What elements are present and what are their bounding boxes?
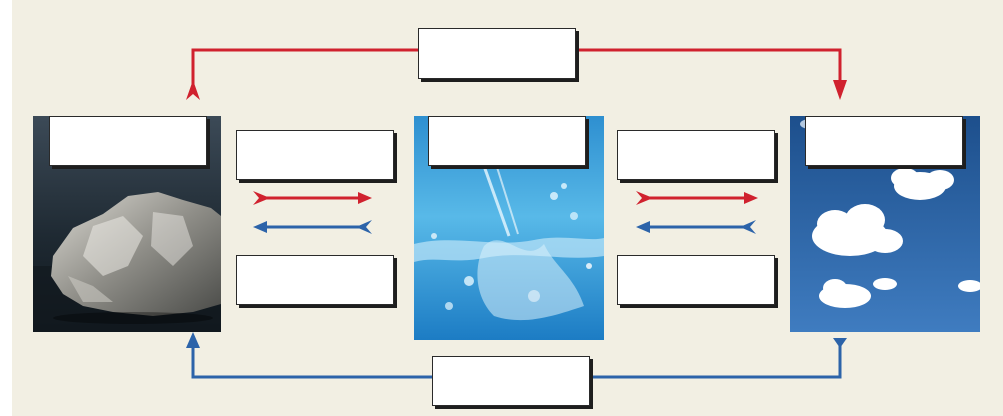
arrowhead-up-blue-icon bbox=[186, 332, 200, 348]
liquid-to-gas-label-box[interactable] bbox=[617, 130, 775, 180]
liquid-state-label-box[interactable] bbox=[428, 116, 586, 166]
arrow-left-blue-icon bbox=[253, 220, 372, 234]
top-transition-label-box[interactable] bbox=[418, 28, 576, 79]
arrow-tail-blue-icon bbox=[833, 338, 847, 348]
solid-state-label-box[interactable] bbox=[49, 116, 207, 166]
arrow-right-red-icon bbox=[253, 191, 372, 205]
gas-to-liquid-label-box[interactable] bbox=[617, 255, 775, 305]
bottom-transition-label-box[interactable] bbox=[432, 356, 590, 406]
arrow-right-red-icon bbox=[636, 191, 758, 205]
solid-to-liquid-label-box[interactable] bbox=[236, 130, 394, 180]
arrowhead-up-red-icon bbox=[186, 80, 200, 100]
arrow-left-blue-icon bbox=[636, 220, 756, 234]
arrowhead-down-red-icon bbox=[833, 80, 847, 100]
liquid-to-solid-label-box[interactable] bbox=[236, 255, 394, 305]
gas-state-label-box[interactable] bbox=[805, 116, 963, 166]
